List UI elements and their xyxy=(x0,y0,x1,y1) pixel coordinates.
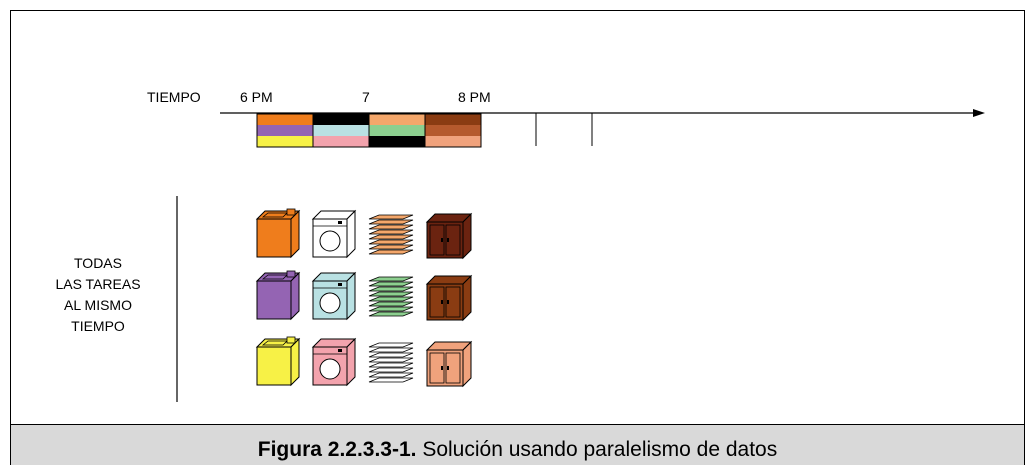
stage-guardado-border xyxy=(424,113,482,148)
stage-block-lavado xyxy=(256,113,314,148)
folded-clothes-icon xyxy=(368,214,414,255)
tick-8pm: 8 PM xyxy=(458,89,491,105)
caption-text: Solución usando paralelismo de datos xyxy=(416,438,778,461)
washer-icon xyxy=(255,270,301,321)
dryer-icon xyxy=(311,209,357,259)
stage-block-secado xyxy=(312,113,370,148)
figure-caption: Figura 2.2.3.3-1. Solución usando parale… xyxy=(10,424,1025,465)
folded-clothes-icon xyxy=(368,342,414,383)
icon-rows xyxy=(255,208,473,388)
stage-lavado-stripe-3 xyxy=(257,136,313,147)
side-label-line-4: TIEMPO xyxy=(71,318,125,334)
stage-secado-stripe-3 xyxy=(313,136,369,147)
side-label: TODAS LAS TAREAS AL MISMO TIEMPO xyxy=(48,253,148,337)
stage-doblado-stripe-2 xyxy=(369,125,425,136)
dryer-icon xyxy=(311,337,357,387)
tick-6pm: 6 PM xyxy=(240,89,273,105)
laundry-row-3 xyxy=(255,336,473,388)
side-label-line-2: LAS TAREAS xyxy=(55,276,141,292)
cabinet-icon xyxy=(425,340,473,388)
stage-block-doblado xyxy=(368,113,426,148)
stage-guardado-stripe-2 xyxy=(425,125,481,136)
folded-clothes-icon xyxy=(368,276,414,317)
stage-secado-stripe-1 xyxy=(313,114,369,125)
stage-lavado-stripe-1 xyxy=(257,114,313,125)
stage-block-guardado xyxy=(424,113,482,148)
laundry-row-1 xyxy=(255,208,473,260)
side-label-line-3: AL MISMO xyxy=(64,297,132,313)
stage-doblado-stripe-3 xyxy=(369,136,425,147)
figure-frame xyxy=(10,10,1025,465)
caption-number: Figura 2.2.3.3-1. xyxy=(257,438,417,461)
time-axis-arrowhead xyxy=(973,109,985,117)
tick-7: 7 xyxy=(362,89,370,105)
dryer-icon xyxy=(311,271,357,321)
side-label-line-1: TODAS xyxy=(74,255,122,271)
time-axis-label: TIEMPO xyxy=(147,89,201,105)
stage-guardado-stripe-1 xyxy=(425,114,481,125)
stage-lavado-stripe-2 xyxy=(257,125,313,136)
laundry-row-2 xyxy=(255,270,473,322)
stage-guardado-stripe-3 xyxy=(425,136,481,147)
cabinet-icon xyxy=(425,212,473,260)
washer-icon xyxy=(255,208,301,259)
stage-blocks xyxy=(256,113,482,148)
washer-icon xyxy=(255,336,301,387)
cabinet-icon xyxy=(425,274,473,322)
stage-secado-stripe-2 xyxy=(313,125,369,136)
stage-doblado-stripe-1 xyxy=(369,114,425,125)
